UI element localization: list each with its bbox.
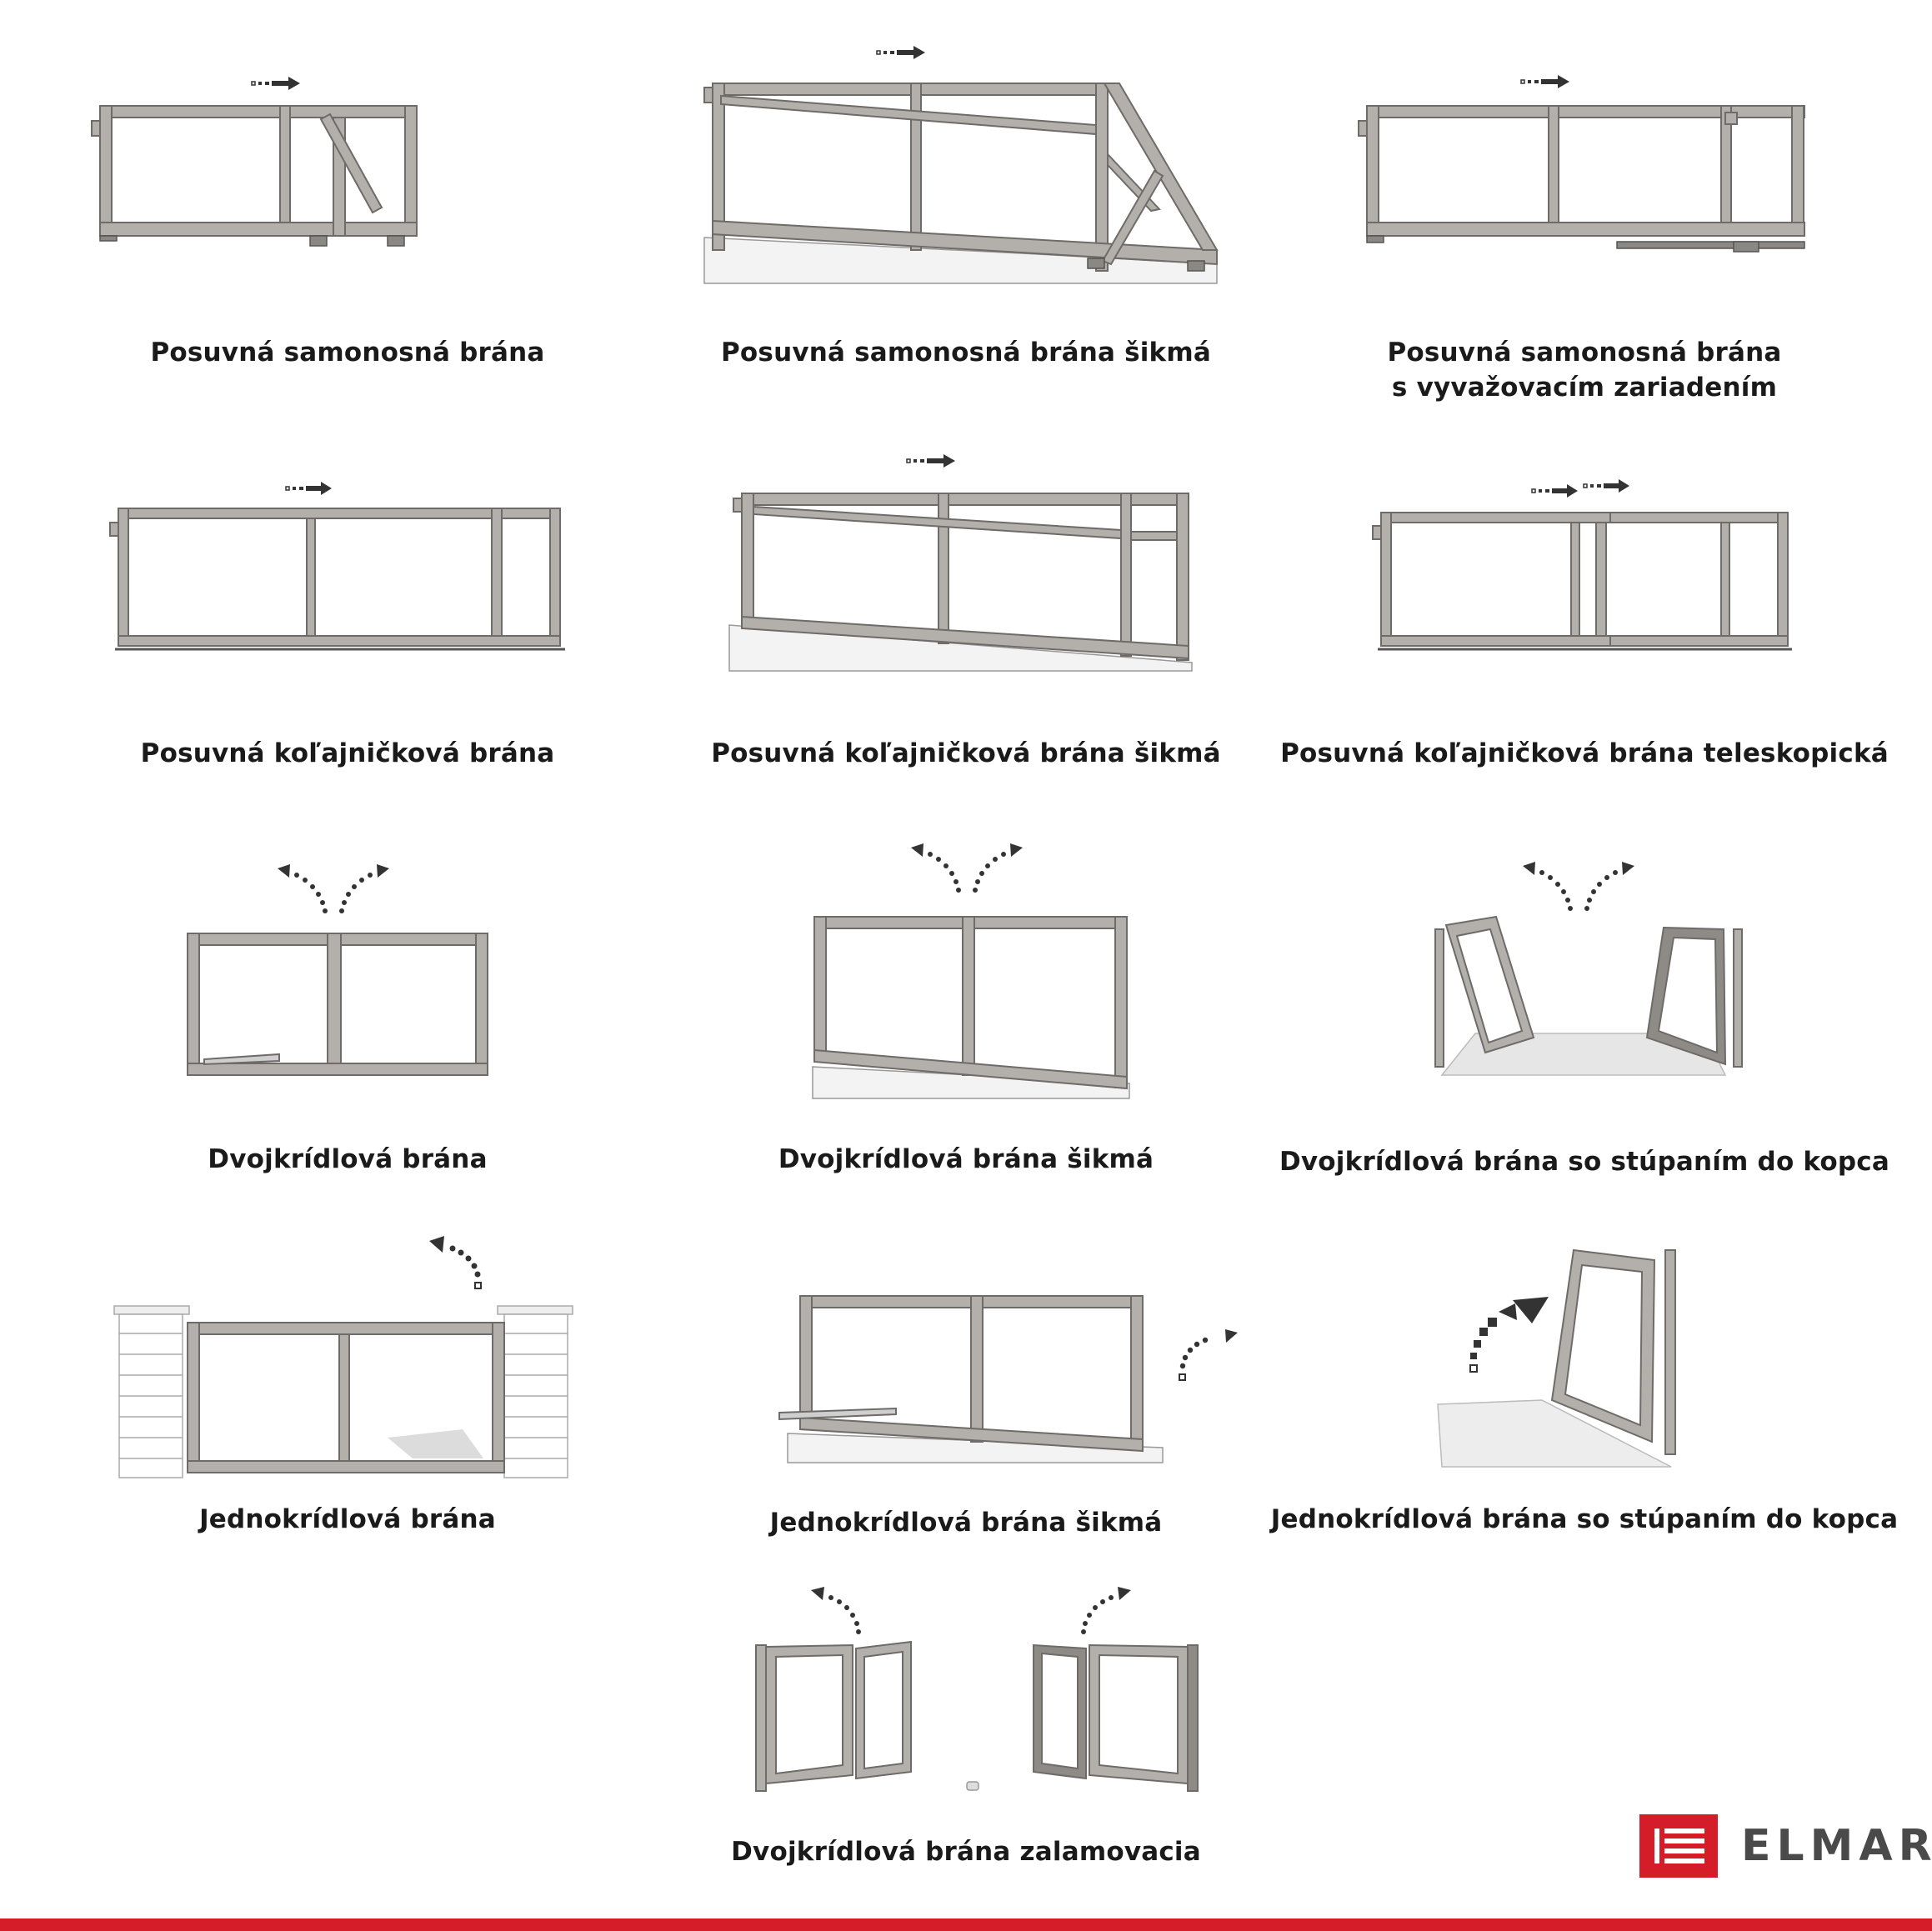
slide-arrow-icon [1583,479,1629,493]
counterweight-rail [1366,235,1805,253]
swing-arrow-icon [429,1236,482,1289]
gate-illustration-sliding-cantilever [91,77,418,247]
gate-caption: Dvojkrídlová brána [208,1144,488,1174]
gate-illustration-sliding-rail-sloped [728,454,1193,672]
slide-arrow-icon [1531,484,1578,498]
elmar-logo-icon [1639,1814,1718,1878]
gate-caption: Dvojkrídlová brána zalamovacia [731,1837,1201,1867]
ground-slope [703,237,1218,284]
gate-caption: Posuvná samonosná brána šikmá [721,338,1211,368]
gate-illustration-double-leaf-sloped [812,843,1130,1099]
gate-caption: Posuvná samonosná brána s vyvažovacím za… [1268,335,1901,405]
floor-stop [966,1781,979,1791]
gate-illustration-sliding-rail [109,482,565,651]
gate-caption-line: Posuvná samonosná brána [1387,338,1782,368]
slide-arrow-icon [1520,75,1569,88]
support-rollers [1087,258,1205,272]
brick-pillar-right [497,1305,573,1478]
swing-arrows-icon [278,864,389,913]
gate-caption: Jednokrídlová brána so stúpaním do kopca [1270,1504,1899,1534]
swing-arrow-icon [1081,1587,1131,1634]
ground-plane [1437,1399,1672,1468]
swing-arrows-icon [1523,862,1634,911]
swing-arrow-icon [811,1587,861,1634]
gate-leaf-left [755,1640,912,1792]
gate-frame [187,1322,505,1473]
gate-frame [1372,512,1789,647]
gate-frame [1434,915,1743,1068]
gate-caption: Posuvná koľajničková brána teleskopická [1280,738,1889,768]
slide-arrow-icon [285,482,332,495]
gate-caption-line: s vyvažovacím zariadením [1391,373,1778,403]
brand-bottom-bar [0,1918,1932,1931]
gate-illustration-single-leaf-sloped [778,1295,1238,1463]
gate-illustration-single-leaf-uphill [1437,1248,1676,1468]
gate-leaf-right [1033,1643,1199,1792]
support-rollers [99,235,405,247]
swing-arrow-icon [1179,1329,1238,1381]
gate-caption: Posuvná samonosná brána [150,338,545,368]
gate-frame [91,105,418,237]
slide-arrow-icon [876,46,925,59]
slide-arrow-icon [906,454,955,468]
gate-illustration-double-leaf-folding [755,1587,1199,1792]
slide-arrow-icon [251,77,300,90]
gate-illustration-double-leaf-uphill [1434,862,1743,1076]
gate-frame [778,1295,1144,1453]
elmar-logo[interactable]: ELMAR [1639,1814,1932,1878]
gate-illustration-double-leaf [187,864,488,1076]
gate-caption: Dvojkrídlová brána šikmá [778,1144,1154,1174]
gate-illustration-sliding-cantilever-sloped [703,46,1219,284]
swing-arrow-icon [1469,1297,1549,1373]
swing-arrows-icon [911,843,1023,893]
gate-caption: Dvojkrídlová brána so stúpaním do kopca [1279,1147,1890,1177]
gate-illustration-single-leaf [113,1236,573,1478]
gate-frame [733,493,1189,661]
elmar-logo-text: ELMAR [1741,1821,1932,1871]
gate-frame [703,83,1219,272]
brick-pillar-left [113,1305,190,1478]
gate-caption: Posuvná koľajničková brána [140,738,555,768]
gate-frame [1358,105,1805,237]
ground-slope [728,624,1193,672]
gate-illustration-sliding-cantilever-counterweight [1358,75,1805,253]
gate-illustration-sliding-rail-telescopic [1372,479,1792,651]
gate-frame [1550,1248,1676,1455]
gate-caption: Posuvná koľajničková brána šikmá [711,738,1221,768]
gate-frame [187,933,488,1076]
gate-frame [813,916,1128,1090]
gate-caption: Jednokrídlová brána šikmá [769,1508,1163,1538]
gate-frame [109,508,561,647]
gate-caption: Jednokrídlová brána [199,1504,496,1534]
